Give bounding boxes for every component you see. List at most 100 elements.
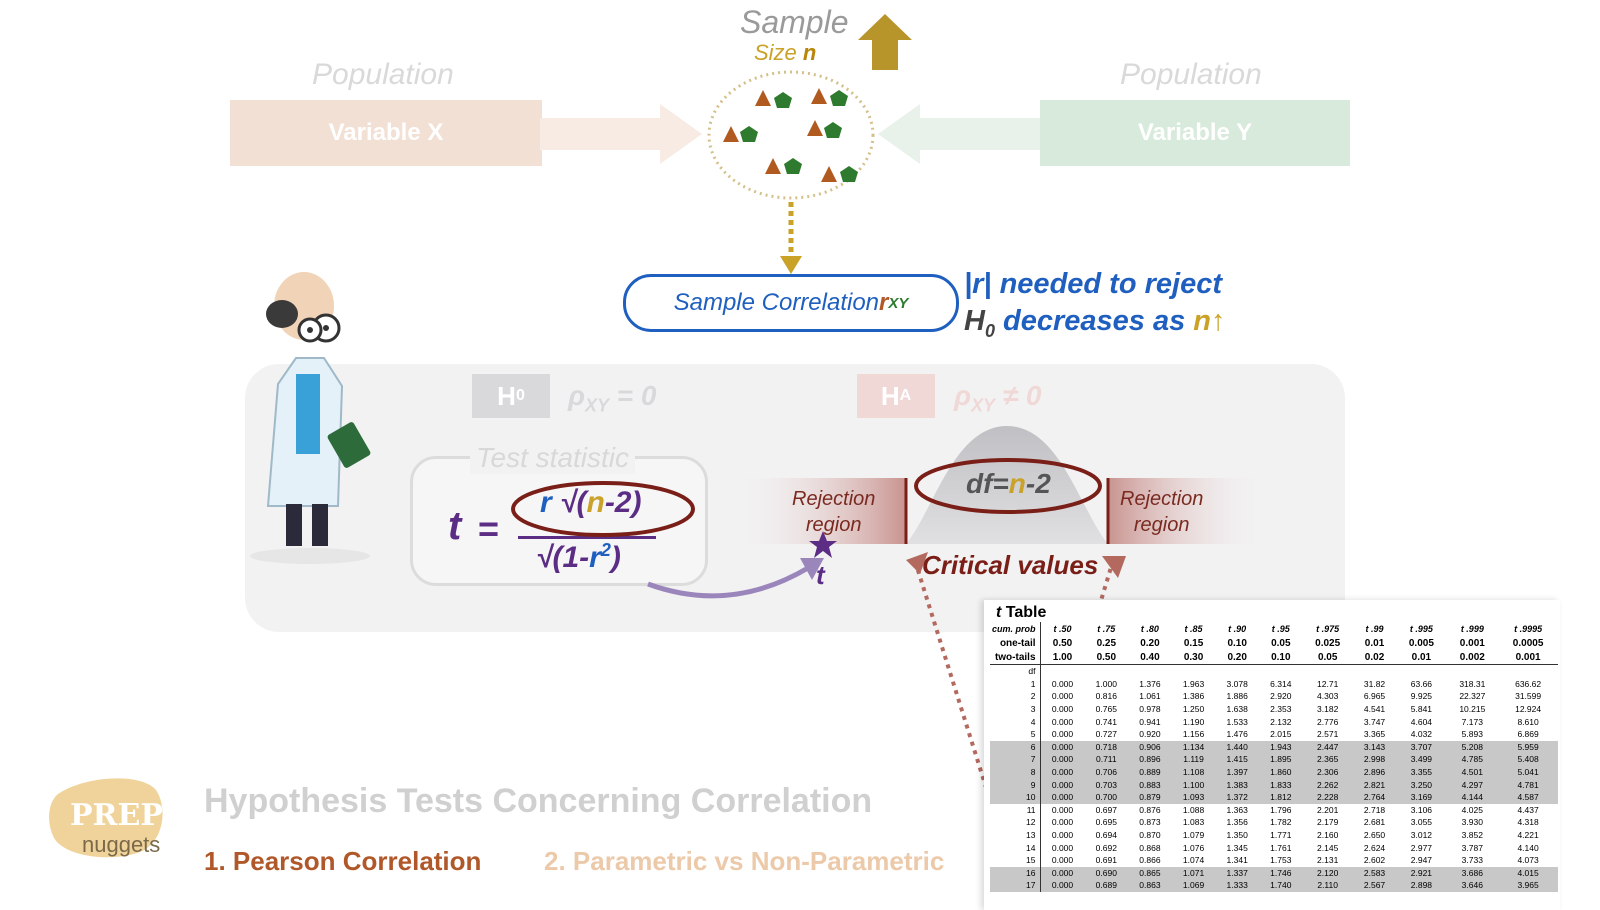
- t-table-cell: 1.363: [1226, 804, 1248, 815]
- t-table-cell: 3.143: [1352, 740, 1397, 754]
- ha-rho: ρ: [954, 380, 971, 411]
- sample-title: Sample: [740, 4, 849, 40]
- t-table-col-header: t .85: [1184, 624, 1203, 634]
- ha-rel: ≠ 0: [994, 380, 1042, 411]
- t-table-cell: 0.873: [1139, 817, 1161, 828]
- t-table-one-tail-cell: 0.05: [1271, 637, 1291, 649]
- t-table-cell: 0.870: [1139, 830, 1161, 841]
- t-table-cell: 1.476: [1226, 729, 1248, 740]
- t-table-blank-cell: [1215, 663, 1259, 678]
- t-table-cell: 0.718: [1084, 740, 1129, 754]
- t-table-row-df: 12: [990, 816, 1041, 829]
- footer-item-1: 1. Pearson Correlation: [204, 846, 482, 876]
- t-table-cell: 2.201: [1317, 804, 1339, 815]
- t-table-cell: 0.000: [1040, 879, 1085, 892]
- note-line2: decreases as: [994, 305, 1194, 337]
- t-table-cell: 0.765: [1095, 704, 1117, 715]
- arrow-x-to-sample-icon: [540, 104, 702, 164]
- t-table-cell: 1.100: [1171, 778, 1216, 791]
- professor-character: [250, 272, 371, 564]
- t-table-cell: 0.741: [1095, 716, 1117, 727]
- prep-nuggets-logo-icon: [49, 778, 163, 858]
- t-table-cell: 2.131: [1317, 855, 1339, 866]
- t-table-one-tail-cell: 0.01: [1364, 637, 1385, 649]
- rejection-right-line1: Rejection: [1120, 488, 1204, 510]
- t-table-cell: 0.692: [1095, 842, 1117, 853]
- t-table-row-df: 15: [990, 853, 1041, 867]
- t-table-cell: 12.924: [1515, 704, 1542, 715]
- t-table-cell: 0.694: [1095, 830, 1117, 841]
- t-table-cell: 1.337: [1215, 866, 1259, 880]
- t-table-blank-cell: [1498, 663, 1558, 678]
- t-table-cell: 3.078: [1226, 678, 1248, 689]
- t-table-cell: 2.262: [1302, 778, 1353, 791]
- t-table-cell: 5.208: [1446, 740, 1499, 754]
- sample-ellipse: [707, 70, 875, 200]
- t-table-cell: 1.746: [1259, 866, 1303, 880]
- t-table-cell: 2.110: [1302, 879, 1353, 892]
- sample-size-prefix: Size: [754, 40, 803, 65]
- t-table-cell: 4.015: [1498, 866, 1558, 880]
- t-table-cell: 3.355: [1396, 765, 1447, 779]
- t-table-cell: 4.144: [1446, 790, 1499, 804]
- t-table-cell: 1.638: [1226, 704, 1248, 715]
- triangle-icon: [765, 158, 781, 174]
- t-table-row-df: 1: [990, 677, 1041, 691]
- t-table-blank-cell: [1040, 663, 1085, 678]
- t-table-cell: 3.707: [1396, 740, 1447, 754]
- t-table-cell: 4.221: [1517, 830, 1539, 841]
- population-right-label: Population: [1120, 58, 1262, 91]
- t-table-cell: 4.501: [1446, 765, 1499, 779]
- t-table-cell: 0.727: [1095, 729, 1117, 740]
- t-table-one-tail-cell: 0.0005: [1512, 637, 1544, 649]
- t-table-cell: 0.000: [1051, 830, 1074, 841]
- t-table-cell: 0.000: [1040, 778, 1085, 791]
- t-table-cell: 0.703: [1084, 778, 1129, 791]
- t-table-cell: 2.447: [1302, 740, 1353, 754]
- pentagon-icon: [830, 90, 848, 106]
- t-table-df-row: df: [990, 663, 1558, 678]
- t-table-cell: 1.753: [1270, 855, 1292, 866]
- sample-correlation-sub: XY: [888, 294, 909, 312]
- t-table-cell: 1.074: [1182, 855, 1205, 866]
- t-table-cell: 0.879: [1128, 790, 1172, 804]
- t-table-cell: 1.333: [1215, 879, 1259, 892]
- note-bar-left: |: [964, 268, 973, 300]
- t-table-cell: 1.000: [1095, 678, 1117, 689]
- h0-rho-sub: XY: [584, 395, 609, 416]
- t-table-cell: 12.71: [1317, 678, 1339, 689]
- h0-sub: 0: [515, 387, 525, 404]
- t-table-cell: 3.930: [1461, 817, 1483, 828]
- t-table-cell: 2.567: [1352, 879, 1397, 892]
- t-table-cell: 4.587: [1498, 790, 1558, 804]
- t-table-cell: 3.747: [1363, 716, 1386, 727]
- t-distribution-graphic: [724, 426, 1274, 544]
- t-table-col-header: t .9995: [1514, 624, 1543, 634]
- t-table-cell: 318.31: [1459, 678, 1486, 689]
- sample-size-up-arrow-icon: [858, 14, 912, 70]
- note-h: H: [964, 305, 985, 337]
- t-table-one-tail-cell: 0.50: [1052, 637, 1073, 649]
- t-table-cell: 2.920: [1270, 691, 1292, 702]
- t-table-row-df: 9: [990, 778, 1041, 791]
- t-table-cell: 0.000: [1040, 753, 1085, 766]
- t-table-cell: 6.869: [1517, 729, 1539, 740]
- triangle-icon: [811, 88, 827, 104]
- t-table-cell: 2.602: [1363, 855, 1386, 866]
- t-table-cell: 4.437: [1517, 804, 1539, 815]
- t-table-cell: 0.000: [1051, 716, 1074, 727]
- t-table-cell: 2.160: [1317, 830, 1339, 841]
- t-table-cell: 1.372: [1215, 790, 1259, 804]
- t-table-cell: 2.306: [1302, 765, 1353, 779]
- t-table-cell: 2.015: [1270, 729, 1292, 740]
- t-table-cell: 1.386: [1182, 691, 1205, 702]
- den-pre: √(1-: [536, 541, 590, 574]
- t-table-cell: 0.866: [1139, 855, 1161, 866]
